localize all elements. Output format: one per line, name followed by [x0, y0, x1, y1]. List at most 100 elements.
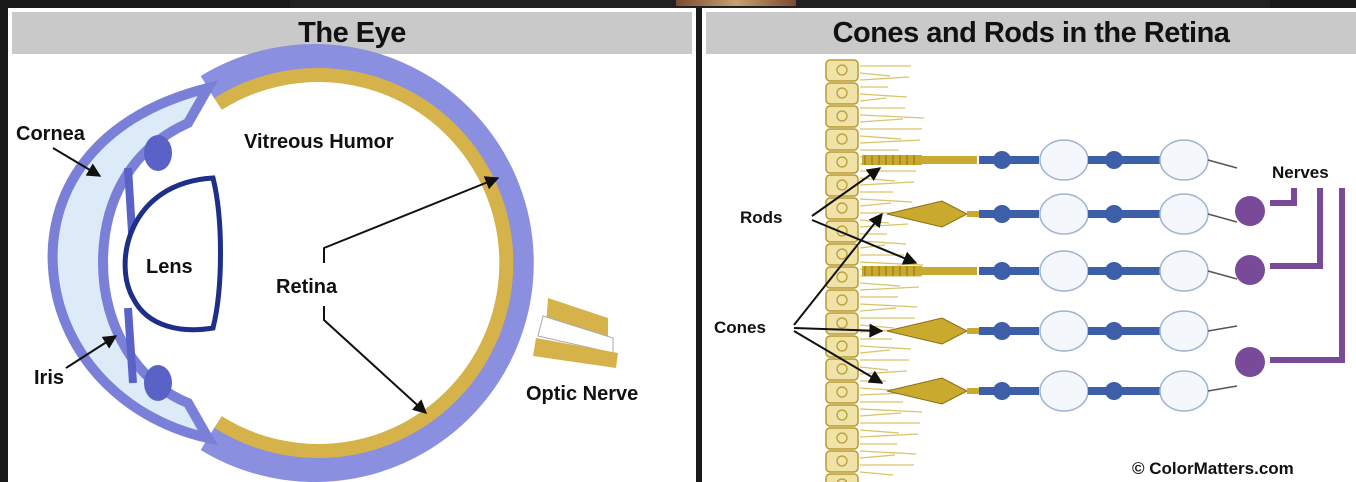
epithelium-cell — [826, 129, 858, 150]
synapse — [1160, 371, 1208, 411]
vitreous-humor-label: Vitreous Humor — [244, 131, 394, 153]
dendrite — [1208, 326, 1237, 331]
outer-segment-fiber — [860, 367, 888, 370]
outer-segment-fiber — [860, 77, 909, 80]
rod-inner-segment — [922, 267, 977, 275]
credit-text: © ColorMatters.com — [1132, 459, 1294, 478]
bipolar-cell — [1105, 205, 1123, 223]
outer-segment-fiber — [860, 94, 907, 97]
outer-segment-fiber — [860, 434, 918, 437]
outer-segment-fiber — [860, 451, 916, 454]
cone-cell-row — [887, 311, 1237, 351]
rod-cell-row — [862, 251, 1237, 291]
pigment-epithelium — [826, 60, 858, 482]
optic-nerve-label: Optic Nerve — [526, 383, 638, 405]
epithelium-cell — [826, 290, 858, 311]
photoreceptor-nucleus — [993, 322, 1011, 340]
rod-outer-segment — [862, 266, 922, 276]
cone-body — [887, 201, 967, 227]
photoreceptor-nucleus — [993, 205, 1011, 223]
outer-segment-fiber — [860, 115, 924, 118]
bipolar-cell — [1105, 262, 1123, 280]
bipolar-cell — [1105, 382, 1123, 400]
outer-segment-fiber — [860, 455, 895, 458]
top-photo-fragment — [676, 0, 796, 6]
nerve-fibers — [1235, 188, 1342, 377]
epithelium-cell — [826, 382, 858, 403]
cone-body — [887, 318, 967, 344]
outer-segment-fiber — [860, 182, 914, 185]
photoreceptor-nucleus — [993, 262, 1011, 280]
outer-segment-fiber — [860, 73, 890, 76]
dendrite — [1208, 386, 1237, 391]
optic-nerve — [533, 298, 618, 368]
dendrite — [1208, 160, 1237, 168]
photoreceptor-nucleus — [993, 151, 1011, 169]
cone-cell-row — [887, 371, 1237, 411]
epithelium-cell — [826, 198, 858, 219]
outer-segment-fiber — [860, 224, 908, 227]
photoreceptor-nucleus — [993, 382, 1011, 400]
eye-diagram: Cornea Iris Lens Vitreous Humor Retina O… — [8, 8, 696, 482]
eye-panel: The Eye — [8, 8, 696, 482]
cone-stalk — [967, 328, 979, 334]
lens-label: Lens — [146, 256, 193, 278]
bipolar-axon — [1088, 327, 1160, 335]
outer-segment-fiber — [860, 203, 891, 206]
cone-stalk — [967, 211, 979, 217]
bipolar-axon — [1088, 210, 1160, 218]
outer-segment-fiber — [860, 409, 922, 412]
rod-outer-segment — [862, 155, 922, 165]
lens — [125, 178, 220, 330]
epithelium-cell — [826, 451, 858, 472]
cones-rods-diagram: Rods Cones Nerves © ColorMatters.com — [702, 8, 1356, 482]
outer-segment-fiber — [860, 287, 919, 290]
epithelium-cell — [826, 83, 858, 104]
epithelium-cell — [826, 152, 858, 173]
ganglion-cell — [1235, 347, 1265, 377]
rod-cell-row — [862, 140, 1237, 180]
epithelium-cell — [826, 60, 858, 81]
ganglion-cell — [1235, 255, 1265, 285]
epithelium-cell — [826, 106, 858, 127]
retina-arrow-down — [324, 306, 426, 413]
outer-segment-fiber — [860, 308, 896, 311]
rod-inner-segment — [922, 156, 977, 164]
epithelium-cell — [826, 428, 858, 449]
synapse — [1040, 311, 1088, 351]
outer-segment-fiber — [860, 346, 911, 349]
epithelium-cell — [826, 474, 858, 482]
synapse — [1160, 311, 1208, 351]
bipolar-cell — [1105, 322, 1123, 340]
retina-arrow-up — [324, 178, 498, 263]
synapse — [1040, 251, 1088, 291]
bipolar-cell — [1105, 151, 1123, 169]
synapse — [1040, 140, 1088, 180]
epithelium-cell — [826, 405, 858, 426]
sclera — [208, 58, 520, 468]
epithelium-cell — [826, 175, 858, 196]
nerves-label: Nerves — [1272, 163, 1329, 182]
bipolar-axon — [1088, 156, 1160, 164]
ganglion-cell — [1235, 196, 1265, 226]
dendrite — [1208, 271, 1237, 279]
cones-label: Cones — [714, 318, 766, 337]
outer-segment-fiber — [860, 119, 903, 122]
outer-segment-fiber — [860, 304, 917, 307]
outer-segment-fiber — [860, 430, 899, 433]
outer-segment-fiber — [860, 350, 890, 353]
outer-segment-fiber — [860, 325, 894, 328]
rods-label: Rods — [740, 208, 783, 227]
outer-segment-fiber — [860, 472, 893, 475]
outer-segment-fiber — [860, 136, 901, 139]
iris-label: Iris — [34, 367, 64, 389]
outer-segment-fiber — [860, 140, 920, 143]
synapse — [1160, 251, 1208, 291]
synapse — [1040, 371, 1088, 411]
synapse — [1040, 194, 1088, 234]
retina-cells-panel: Cones and Rods in the Retina Rods Cones — [702, 8, 1356, 482]
epithelium-cell — [826, 359, 858, 380]
retina-label: Retina — [276, 276, 338, 298]
outer-segment-fiber — [860, 98, 886, 101]
epithelium-cell — [826, 244, 858, 265]
